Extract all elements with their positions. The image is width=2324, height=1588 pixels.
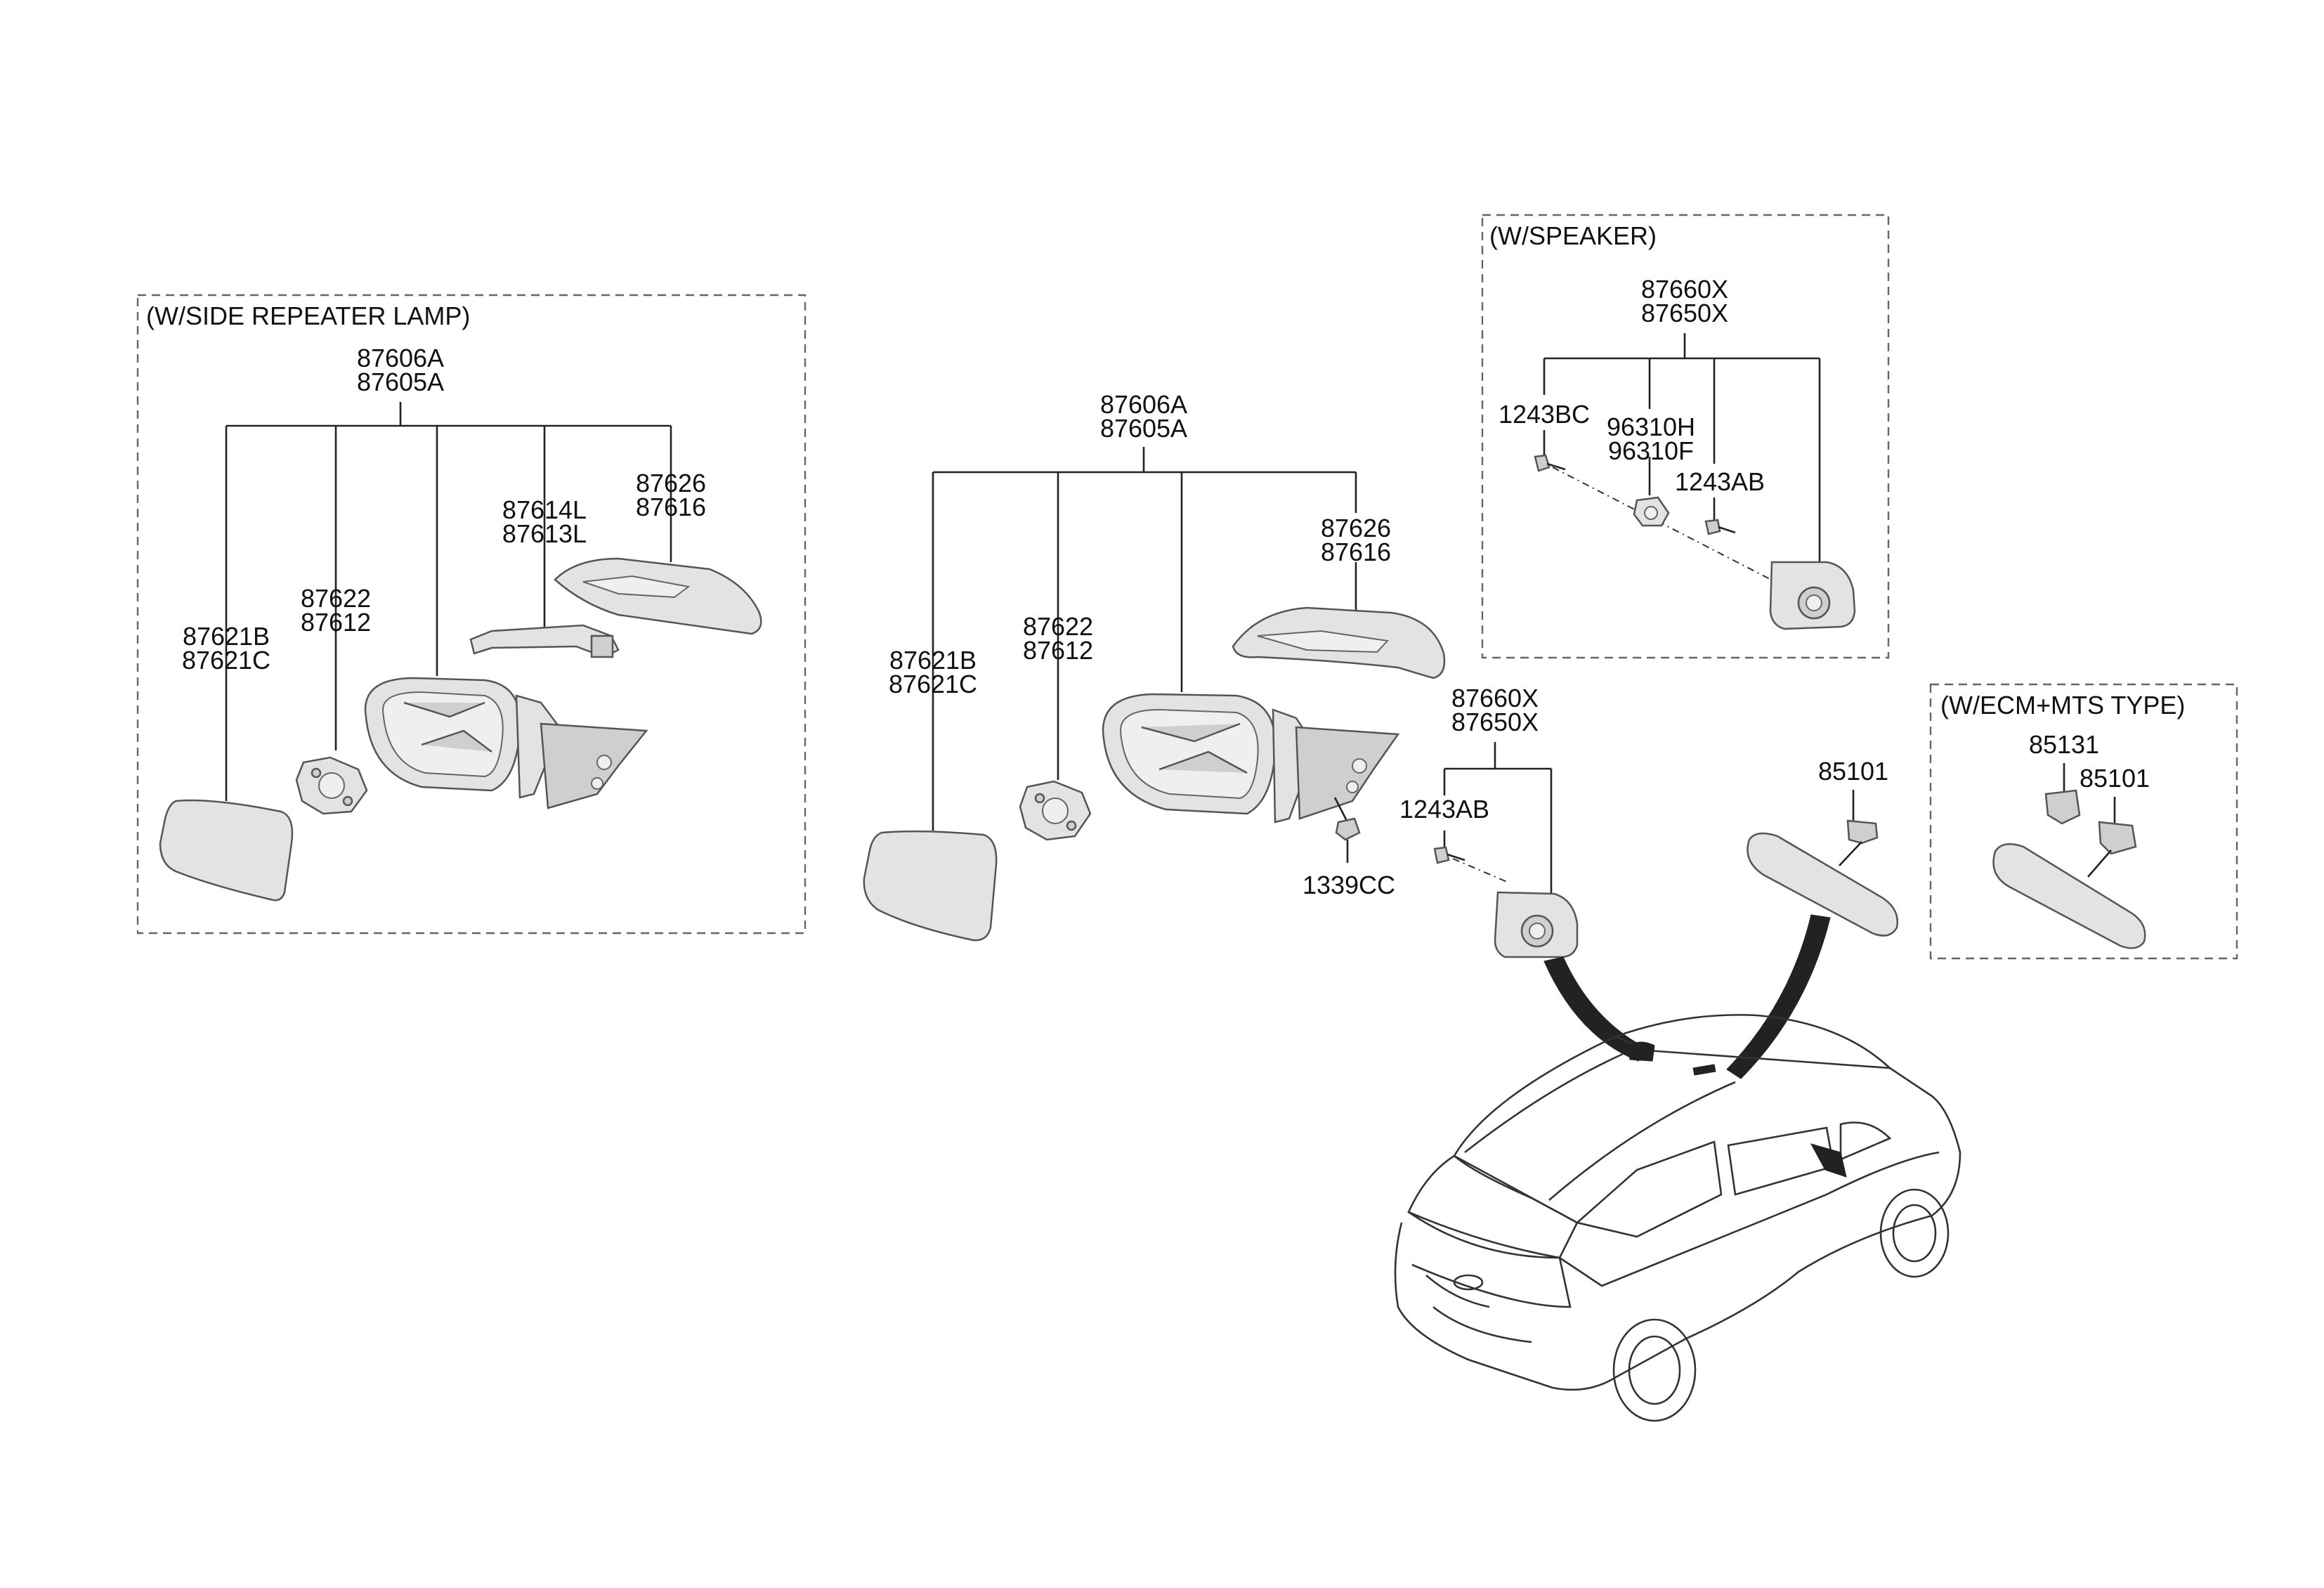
mirror-housing-icon[interactable] [1102,693,1400,824]
leader-tree [1443,742,1553,906]
mirror-housing-icon[interactable] [364,677,648,809]
assy-label-1[interactable]: 87606A [1100,390,1187,419]
speaker-box [1481,214,1890,659]
garnish-label-1[interactable]: 87660X [1641,275,1728,304]
group-ecm-mts: (W/ECM+MTS TYPE) 85131 85101 [1929,683,2238,960]
speaker-title: (W/SPEAKER) [1489,221,1657,250]
inside-rear-view-mirror-icon[interactable] [1992,821,2146,949]
side-repeater-box [136,294,807,935]
actuator-label-1[interactable]: 87622 [1023,612,1093,641]
delta-garnish-icon[interactable] [1494,891,1579,958]
cover-label-1[interactable]: 87626 [636,469,706,497]
glass-label-2[interactable]: 87621C [889,670,977,698]
leader-tree [932,447,1357,831]
assy-label-2[interactable]: 87605A [1100,414,1187,443]
group-garnish: 87660X 87650X 1243AB [1399,684,1579,958]
screw-label-a[interactable]: 1243BC [1499,400,1590,429]
leader-tree [225,402,672,801]
screw-icon[interactable] [1534,454,1566,472]
mirror-cover-icon[interactable] [1232,606,1446,679]
lamp-label-2[interactable]: 87613L [502,519,587,548]
leader-line [2063,763,2116,824]
group-inside-mirror: 85101 [1747,757,1899,937]
glass-label-1[interactable]: 87621B [889,646,977,675]
ecm-mts-box [1929,683,2238,960]
side-repeater-title: (W/SIDE REPEATER LAMP) [146,301,470,330]
screw-icon[interactable] [1704,519,1736,535]
glass-label-1[interactable]: 87621B [183,622,270,651]
cover-label-1[interactable]: 87626 [1321,514,1391,542]
arrow-to-inside-mirror [1726,914,1831,1079]
side-repeater-lamp-icon[interactable] [469,624,620,658]
screw-label[interactable]: 1243AB [1399,795,1489,824]
ecm-mts-title: (W/ECM+MTS TYPE) [1940,691,2185,720]
glass-label-2[interactable]: 87621C [182,646,270,675]
tweeter-speaker-icon[interactable] [1633,496,1670,527]
assembly-axis [1552,467,1799,594]
nut-label[interactable]: 1339CC [1303,871,1395,899]
inside-mirror-label[interactable]: 85101 [1818,757,1888,786]
mirror-cover-icon[interactable] [2044,789,2081,825]
leader-tree [1543,333,1821,569]
garnish-label-1[interactable]: 87660X [1451,684,1539,712]
garnish-label-2[interactable]: 87650X [1451,708,1539,736]
mirror-glass-icon[interactable] [159,799,294,902]
actuator-label-2[interactable]: 87612 [1023,636,1093,665]
assy-label-2[interactable]: 87605A [357,367,444,396]
mirror-glass-icon[interactable] [863,830,998,942]
lamp-label-1[interactable]: 87614L [502,495,587,524]
garnish-label-2[interactable]: 87650X [1641,299,1728,327]
group-side-repeater-lamp: (W/SIDE REPEATER LAMP) 87606A 87605A 876… [136,294,807,935]
nut-icon[interactable] [1333,797,1361,863]
actuator-label-2[interactable]: 87612 [301,608,371,637]
assembly-axis [1452,858,1508,883]
actuator-label-1[interactable]: 87622 [301,584,371,613]
vehicle-suv-icon [1394,1014,1961,1422]
ecm-mirror-label[interactable]: 85101 [2080,764,2150,793]
delta-garnish-icon[interactable] [1769,561,1856,630]
group-main-mirror: 87606A 87605A 87626 87616 87622 87612 87… [863,390,1446,942]
inside-rear-view-mirror-icon[interactable] [1747,819,1899,937]
ecm-cover-label[interactable]: 85131 [2029,730,2099,759]
mirror-actuator-icon[interactable] [295,756,368,815]
assy-label-1[interactable]: 87606A [357,344,444,372]
group-speaker: (W/SPEAKER) 87660X 87650X 1243BC 96310H … [1481,214,1890,659]
mirror-cover-icon[interactable] [554,557,762,635]
speaker-label-2[interactable]: 96310F [1608,436,1694,465]
screw-label-b[interactable]: 1243AB [1675,467,1765,496]
speaker-label-1[interactable]: 96310H [1607,412,1695,441]
cover-label-2[interactable]: 87616 [1321,538,1391,566]
screw-icon[interactable] [1433,846,1465,864]
cover-label-2[interactable]: 87616 [636,493,706,521]
mirror-actuator-icon[interactable] [1019,780,1092,841]
